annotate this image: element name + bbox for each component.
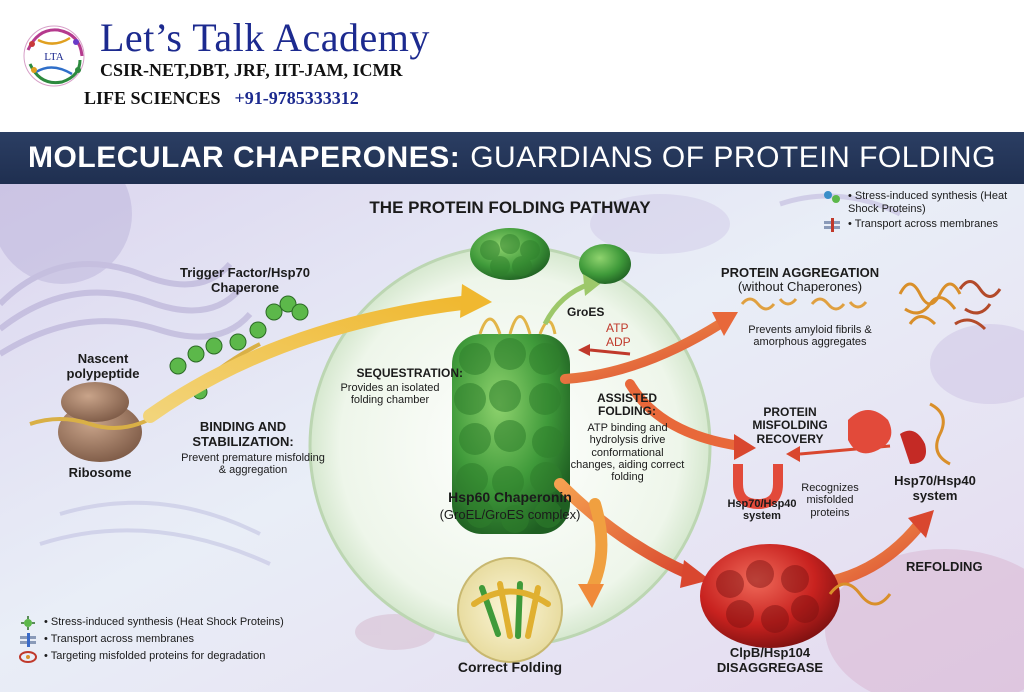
legend-top-text-1: • Transport across membranes [848,218,998,231]
legend-bottom-text-1: • Transport across membranes [44,633,194,645]
legend-bottom-item: • Transport across membranes [18,633,318,647]
sequestration-title: SEQUESTRATION: [356,366,463,380]
assisted-title: ASSISTED FOLDING: [596,391,657,419]
groes-label: GroES [567,305,605,319]
aggregation-subtitle: (without Chaperones) [737,279,863,294]
binding-desc: Prevent premature misfolding & aggregati… [181,452,325,477]
assisted-desc: ATP binding and hydrolysis drive conform… [570,422,685,484]
virus-cluster-icon [824,191,840,203]
banner-title-bold: MOLECULAR CHAPERONES: [28,141,461,174]
virus-icon [21,616,35,630]
hsp60-subtitle: (GroEL/GroES complex) [439,507,581,522]
folded-protein [471,581,551,639]
diagram-canvas: THE PROTEIN FOLDING PATHWAY Trigger Fact… [0,184,1024,692]
correct-folding-label: Correct Folding [457,659,563,675]
legend-bottom-text-2: • Targeting misfolded proteins for degra… [44,650,266,662]
hsp60-title: Hsp60 Chaperonin [448,489,572,505]
subject-label: LIFE SCIENCES [84,88,221,108]
exam-list: CSIR-NET,DBT, JRF, IIT-JAM, ICMR [100,60,403,80]
binding-title: BINDING AND STABILIZATION: [192,419,294,449]
hsp70-40-small-label: Hsp70/Hsp40 system [727,498,797,523]
groel-barrel [452,315,570,534]
logo-text: LTA [44,51,64,63]
membrane-transport-icon [20,633,36,647]
groes-cap-top [470,228,550,280]
academy-logo: LTA [23,25,85,87]
clpb-disaggregase [700,544,840,648]
hsp70-clamp [733,464,783,510]
recognizes-label: Recognizes misfolded proteins [801,482,859,519]
refolding-label: REFOLDING [906,559,983,574]
brand-title: Let’s Talk Academy [100,15,430,60]
adp-label: ADP [606,335,631,349]
correct-folding-circle [457,557,563,663]
legend-bottom: • Stress-induced synthesis (Heat Shock P… [18,616,318,667]
pathway-title: THE PROTEIN FOLDING PATHWAY [369,198,651,217]
legend-bottom-item: • Stress-induced synthesis (Heat Shock P… [18,616,318,630]
atp-label: ATP [606,321,629,335]
aggregation-desc: Prevents amyloid fibrils & amorphous agg… [748,324,872,349]
nascent-polypeptide-label: Nascent polypeptide [66,351,140,381]
subject-line: LIFE SCIENCES +91-9785333312 [84,88,359,109]
aggregation-title: PROTEIN AGGREGATION [720,265,880,280]
membrane-transport-icon [824,218,840,233]
groes-small [579,244,631,284]
header: LTA Let’s Talk Academy CSIR-NET,DBT, JRF… [0,0,1024,132]
legend-bottom-text-0: • Stress-induced synthesis (Heat Shock P… [44,616,284,628]
ribosome-shape [58,382,142,462]
aggregate-cluster [898,280,1002,331]
banner-title-light: GUARDIANS OF PROTEIN FOLDING [470,141,996,174]
legend-bottom-item: • Targeting misfolded proteins for degra… [18,650,318,664]
hsp70-40-large-label: Hsp70/Hsp40 system [894,473,976,503]
legend-top: • Stress-induced synthesis (Heat Shock P… [822,190,1020,235]
misfolded-protein-red [848,410,892,454]
amyloid-fibrils [740,297,868,311]
degradation-icon [19,651,37,663]
arrow-head [460,284,492,318]
trigger-factor-label: Trigger Factor/Hsp70 Chaperone [179,265,311,295]
legend-top-text-0: • Stress-induced synthesis (Heat Shock P… [848,190,1008,215]
background-organelles [0,184,1024,692]
diagram-artwork [0,184,1024,692]
ribosome-label: Ribosome [68,465,132,480]
clpb-title: ClpB/Hsp104 [729,645,811,660]
legend-top-item: • Transport across membranes [822,218,1020,233]
misfolding-recovery-title: PROTEIN MISFOLDING RECOVERY [752,405,828,446]
phone-number: +91-9785333312 [234,88,359,108]
title-banner: MOLECULAR CHAPERONES: GUARDIANS OF PROTE… [0,132,1024,184]
clpb-subtitle: DISAGGREGASE [716,660,824,675]
sequestration-desc: Provides an isolated folding chamber [340,382,440,407]
legend-top-item: • Stress-induced synthesis (Heat Shock P… [822,190,1020,215]
